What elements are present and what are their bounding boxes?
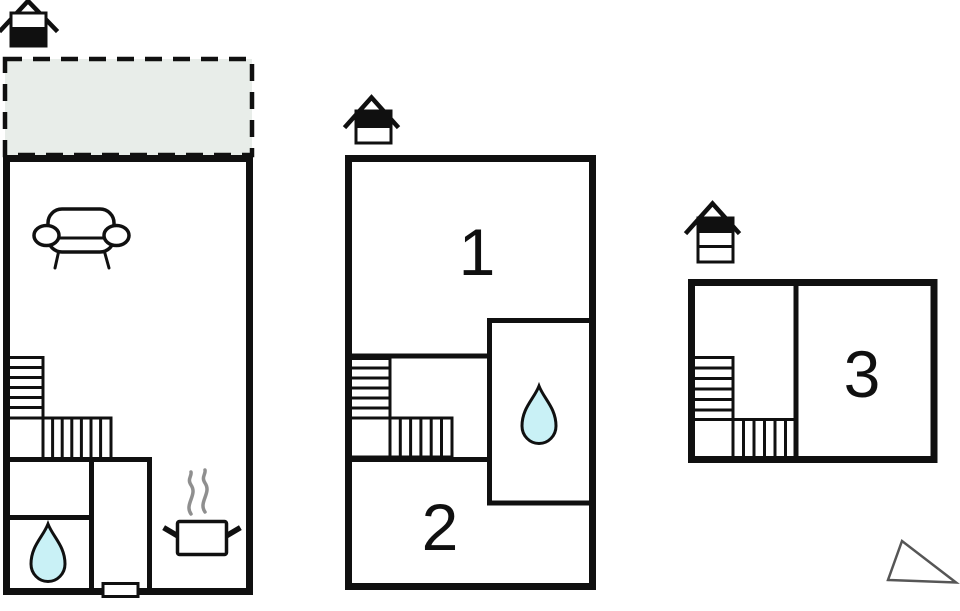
sofa-armrest: [32, 223, 61, 248]
water-drop-icon: [520, 381, 558, 445]
outer-walls: [688, 279, 938, 463]
room-label-1: 1: [459, 215, 496, 289]
water-drop-icon: [29, 519, 67, 583]
pot-body: [175, 519, 229, 557]
cooking-pot-icon: [162, 519, 242, 557]
stair-risers: [731, 419, 787, 460]
house-level-top-icon: [683, 200, 742, 264]
steam-icon: [187, 468, 209, 516]
stair-flight-lower: [7, 416, 113, 461]
staircase: [7, 356, 113, 461]
steam-wave: [201, 468, 209, 514]
room-label-2: 2: [422, 490, 459, 564]
steam-wave: [187, 470, 195, 516]
sofa-armrest: [102, 223, 131, 248]
interior-walls: [3, 457, 152, 592]
house-top-band-icon: [699, 219, 732, 233]
ground-floor-plan: [0, 0, 255, 598]
shower-room-walls: [487, 318, 593, 506]
stair-treads: [692, 366, 733, 412]
terrace-area: [2, 56, 255, 158]
stair-risers: [388, 418, 443, 457]
entrance-door: [101, 582, 140, 598]
house-level-ground-icon: [0, 0, 60, 48]
pot-handle: [223, 525, 242, 540]
room-label-3: 3: [844, 337, 881, 411]
staircase: [691, 356, 798, 461]
interior-walls: [345, 353, 492, 462]
staircase: [348, 357, 454, 459]
sofa-icon: [32, 207, 131, 270]
stair-treads: [8, 366, 43, 409]
first-floor-plan: 1 2: [342, 94, 596, 590]
triangle-pointer-icon: [886, 538, 960, 584]
stair-treads: [349, 366, 390, 410]
house-ground-band-icon: [12, 27, 45, 45]
house-upper-band-icon: [357, 112, 390, 128]
top-floor-plan: 3: [683, 200, 938, 463]
pot-handle: [162, 525, 181, 540]
stair-risers: [41, 418, 103, 459]
house-level-middle-icon: [342, 94, 401, 145]
